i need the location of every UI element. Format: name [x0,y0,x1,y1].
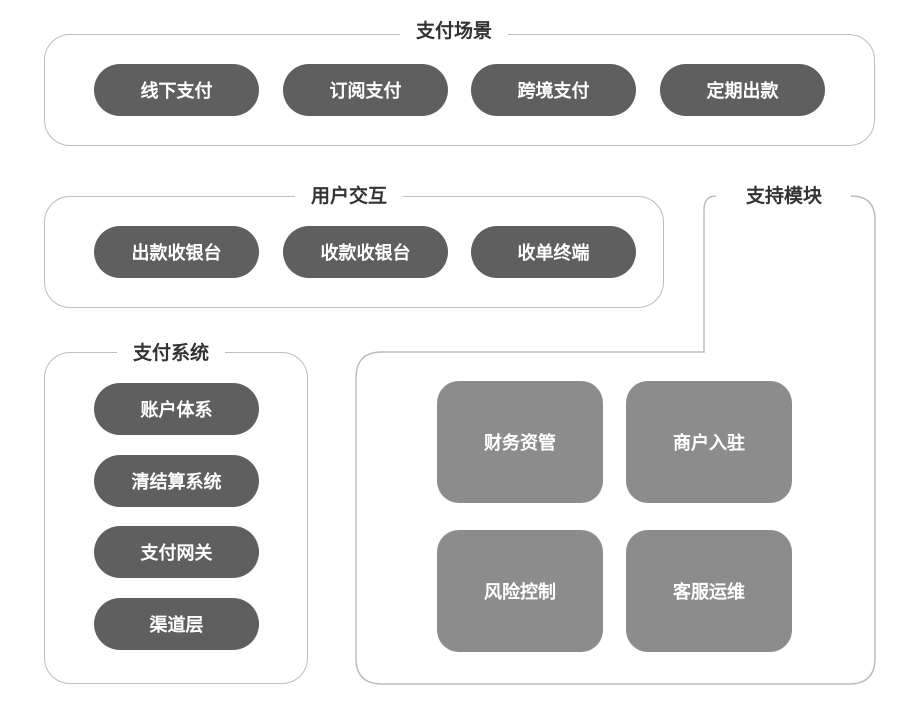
scenario-offline-payment: 线下支付 [94,64,259,116]
interaction-title: 用户交互 [295,183,404,209]
scenario-subscription-payment: 订阅支付 [283,64,448,116]
support-merchant-onboarding: 商户入驻 [626,381,792,503]
system-clearing-settlement: 清结算系统 [94,455,259,507]
scenario-scheduled-payout: 定期出款 [660,64,825,116]
interaction-acquiring-terminal: 收单终端 [471,226,636,278]
interaction-payout-checkout: 出款收银台 [94,226,259,278]
payment-system-title: 支付系统 [117,340,226,366]
system-payment-gateway: 支付网关 [94,526,259,578]
support-risk-control: 风险控制 [437,530,603,652]
support-title: 支持模块 [730,183,839,209]
system-account: 账户体系 [94,383,259,435]
interaction-collection-checkout: 收款收银台 [283,226,448,278]
scenario-crossborder-payment: 跨境支付 [471,64,636,116]
system-channel-layer: 渠道层 [94,598,259,650]
scenarios-title: 支付场景 [400,18,509,44]
support-customer-ops: 客服运维 [626,530,792,652]
support-finance-management: 财务资管 [437,381,603,503]
